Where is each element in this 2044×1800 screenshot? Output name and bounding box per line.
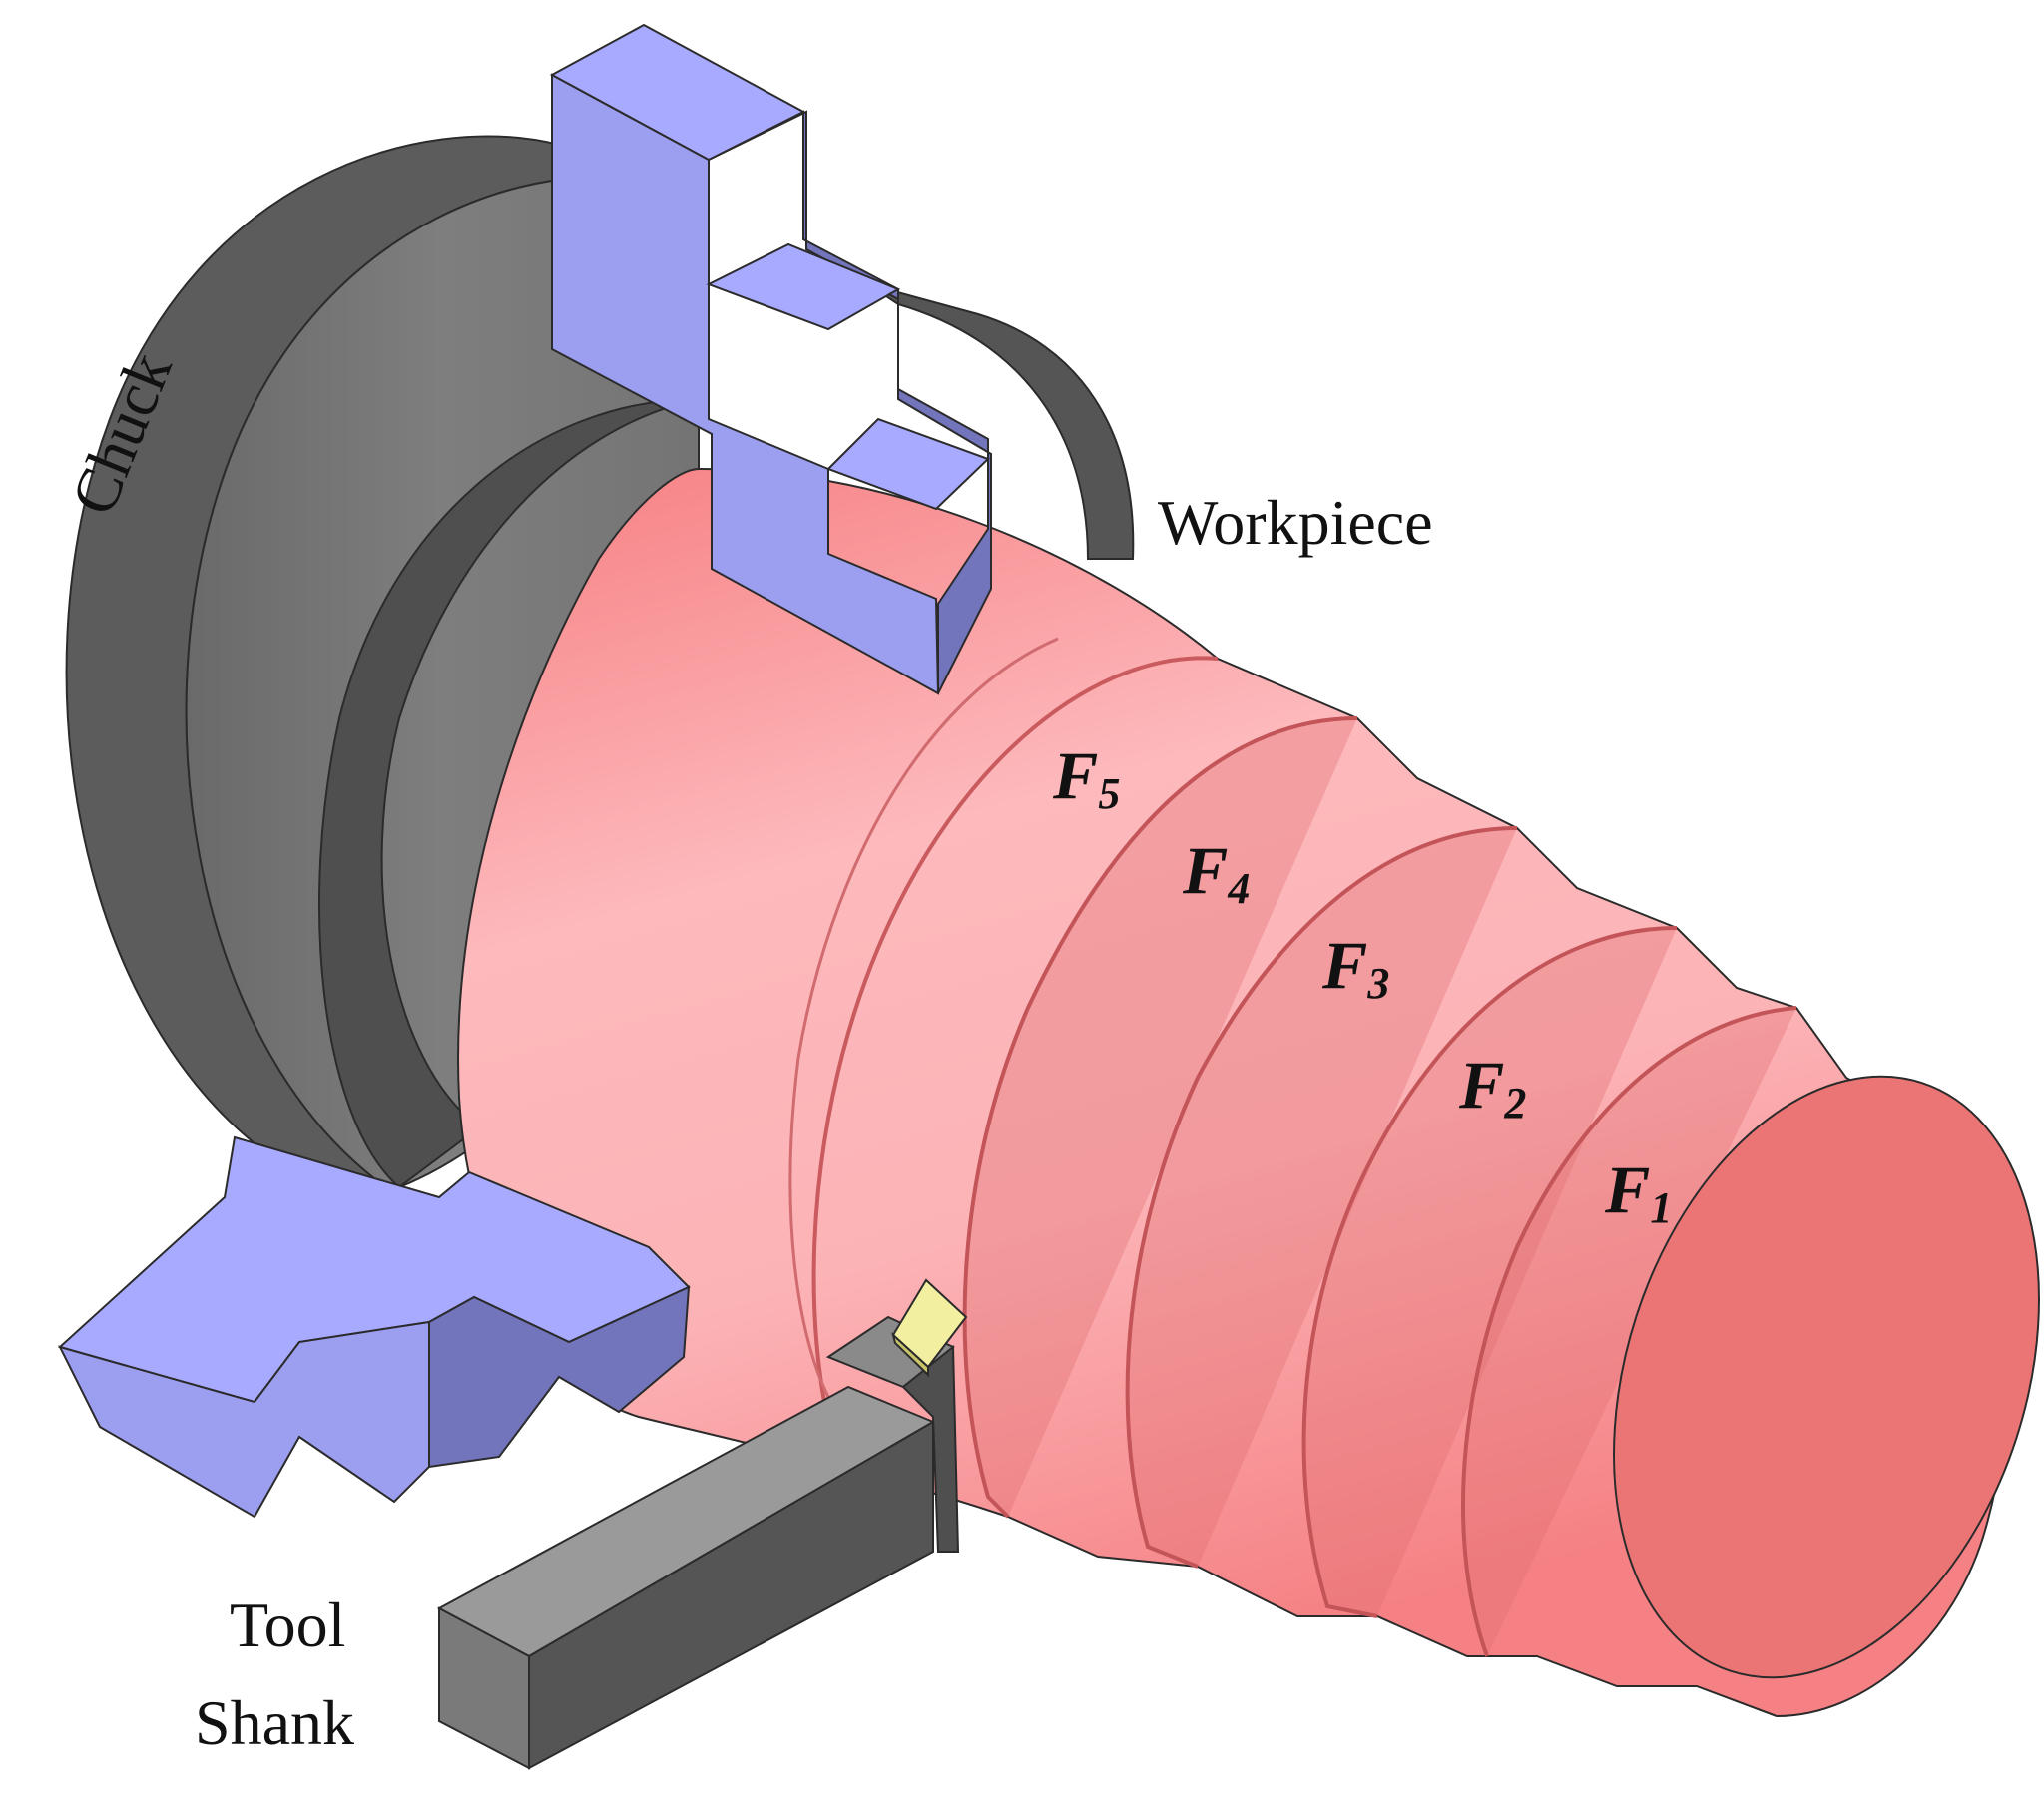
jaw-top-front	[551, 73, 940, 695]
tool-shank-side	[528, 1420, 934, 1770]
face-letter: F	[1052, 737, 1098, 813]
face-letter: F	[1604, 1151, 1650, 1227]
step-ring-3	[1125, 826, 1518, 1569]
jaw-top-step1	[706, 242, 901, 331]
jaw-bottom-side	[428, 1285, 691, 1469]
step-ring-4	[962, 716, 1358, 1519]
tool-insert-edge	[891, 1332, 929, 1378]
jaw-top-step2	[826, 417, 990, 511]
face-label-f5: F5	[1052, 737, 1120, 818]
tool-label-line2: Shank	[195, 1687, 354, 1758]
face-subscript: 2	[1503, 1079, 1526, 1127]
jaw-bottom	[57, 1135, 691, 1519]
tool-label-line1: Tool	[230, 1589, 345, 1660]
tool-head-side	[901, 1344, 960, 1553]
svg-text:F2: F2	[1458, 1047, 1526, 1127]
chuck-back-rim	[867, 283, 1135, 560]
step-ring-5	[811, 656, 1219, 1488]
face-letter: F	[1182, 832, 1228, 908]
workpiece-end-face	[1613, 1075, 2040, 1679]
face-subscript: 3	[1366, 959, 1389, 1008]
face-label-f1: F1	[1604, 1151, 1672, 1232]
step-ring-2	[1301, 926, 1678, 1618]
face-label-f4: F4	[1182, 832, 1250, 913]
jaw-top-top	[549, 23, 806, 162]
face-label-f3: F3	[1321, 927, 1389, 1008]
face-subscript: 5	[1098, 769, 1120, 818]
workpiece-label: Workpiece	[1158, 487, 1433, 558]
svg-text:F4: F4	[1182, 832, 1250, 913]
svg-text:F3: F3	[1321, 927, 1389, 1008]
face-letter: F	[1458, 1047, 1504, 1123]
face-subscript: 1	[1650, 1183, 1672, 1232]
tool	[436, 1278, 968, 1770]
jaw-bottom-front	[58, 1320, 430, 1519]
jaw-top	[549, 23, 992, 695]
face-letter: F	[1321, 927, 1367, 1003]
svg-text:F1: F1	[1604, 1151, 1672, 1232]
face-label-f2: F2	[1458, 1047, 1526, 1127]
step-ring-1	[1461, 1006, 1797, 1657]
scribe-line	[788, 637, 1059, 1398]
face-subscript: 4	[1227, 864, 1250, 913]
svg-text:F5: F5	[1052, 737, 1120, 818]
